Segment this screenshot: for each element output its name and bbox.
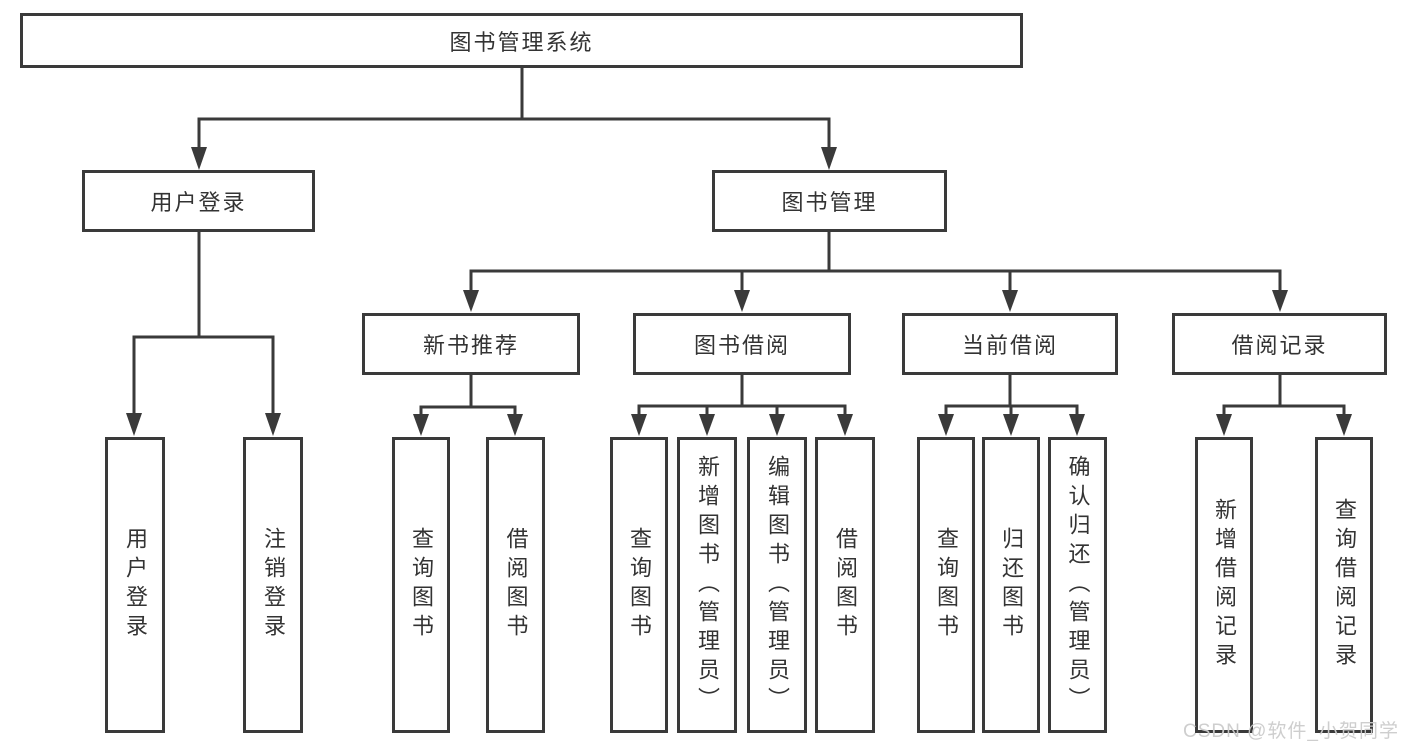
node-borrow-records: 借阅记录 <box>1172 313 1387 375</box>
leaf-label: 新增借阅记录 <box>1212 498 1237 672</box>
node-label: 用户登录 <box>150 190 247 215</box>
node-label: 图书管理 <box>781 190 878 215</box>
leaf-label: 注销登录 <box>261 527 286 643</box>
leaf-user-login: 用户登录 <box>105 437 165 733</box>
node-label: 图书管理系统 <box>449 29 594 55</box>
leaf-label: 查询图书 <box>409 527 434 643</box>
leaf-label: 借阅图书 <box>833 527 858 643</box>
leaf-query-borrow-record: 查询借阅记录 <box>1315 437 1373 733</box>
node-new-book-recommend: 新书推荐 <box>362 313 580 375</box>
leaf-edit-books-admin: 编辑图书（管理员） <box>747 437 807 733</box>
node-label: 图书借阅 <box>693 333 790 358</box>
leaf-confirm-return-admin: 确认归还（管理员） <box>1048 437 1107 733</box>
leaf-label: 用户登录 <box>123 527 148 643</box>
csdn-watermark: CSDN @软件_小贺同学 <box>1183 721 1399 742</box>
leaf-query-books-recommend: 查询图书 <box>392 437 450 733</box>
node-label: 当前借阅 <box>961 333 1058 358</box>
leaf-label: 借阅图书 <box>503 527 529 643</box>
leaf-label: 新增图书（管理员） <box>695 454 720 716</box>
leaf-label: 查询借阅记录 <box>1332 498 1357 672</box>
node-current-borrow: 当前借阅 <box>902 313 1118 375</box>
node-book-management: 图书管理 <box>712 170 947 232</box>
leaf-return-books: 归还图书 <box>982 437 1040 733</box>
leaf-label: 归还图书 <box>999 527 1024 643</box>
leaf-query-books-current: 查询图书 <box>917 437 975 733</box>
leaf-label: 确认归还（管理员） <box>1065 454 1091 716</box>
leaf-query-books-borrow: 查询图书 <box>610 437 668 733</box>
leaf-add-books-admin: 新增图书（管理员） <box>677 437 737 733</box>
leaf-label: 编辑图书（管理员） <box>765 454 790 716</box>
leaf-borrow-books-recommend: 借阅图书 <box>486 437 545 733</box>
node-user-login: 用户登录 <box>82 170 315 232</box>
node-library-management-system: 图书管理系统 <box>20 13 1023 68</box>
leaf-label: 查询图书 <box>627 527 652 643</box>
node-label: 新书推荐 <box>422 333 519 358</box>
node-label: 借阅记录 <box>1231 333 1328 358</box>
node-book-borrow: 图书借阅 <box>633 313 851 375</box>
leaf-add-borrow-record: 新增借阅记录 <box>1195 437 1253 733</box>
leaf-borrow-books: 借阅图书 <box>815 437 875 733</box>
leaf-logout: 注销登录 <box>243 437 303 733</box>
leaf-label: 查询图书 <box>934 527 959 643</box>
